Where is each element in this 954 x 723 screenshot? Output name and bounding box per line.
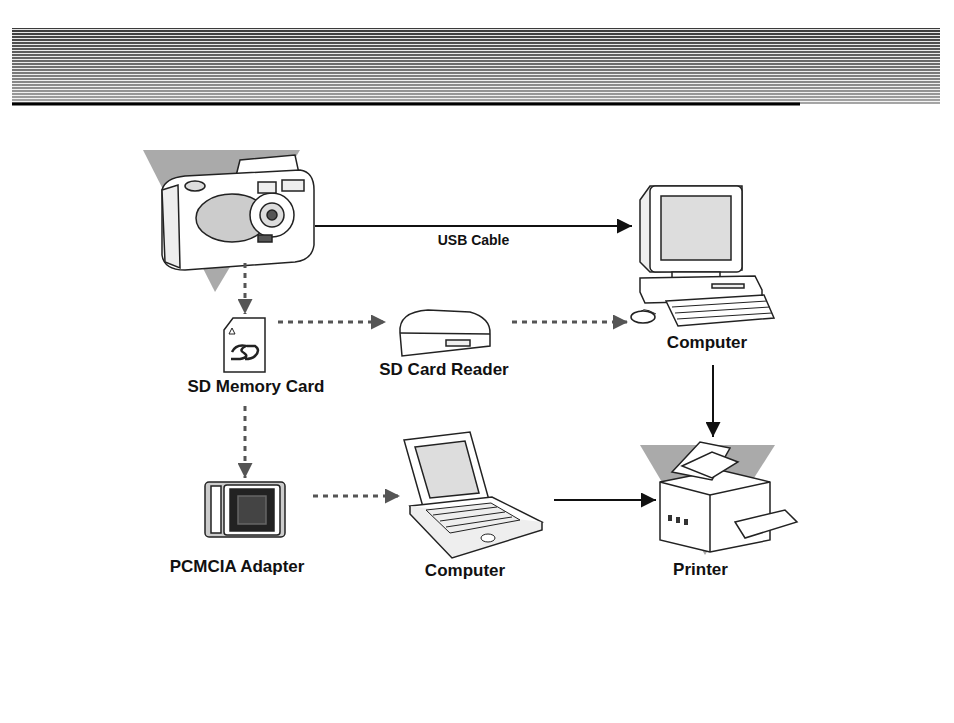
header-bar [12,28,940,104]
camera-icon [143,150,314,292]
device-label: SD Memory Card [188,377,325,397]
dashed-arrow [244,406,247,478]
memory-card-node: SD Memory Card [222,318,266,372]
pcmcia-adapter-icon [205,482,285,537]
solid-arrow [315,225,632,227]
dashed-arrow [313,495,400,498]
card-reader-node: SD Card Reader [398,308,490,356]
laptop-icon [404,432,542,558]
device-label: SD Card Reader [379,360,508,380]
adapter-node: PCMCIA Adapter [205,482,285,537]
device-label: PCMCIA Adapter [170,557,305,577]
dashed-arrow [512,321,628,324]
sd-card-icon [224,318,265,372]
cable-label: USB Cable [436,232,512,248]
card-reader-icon [400,310,490,356]
dashed-arrow [278,321,386,324]
laptop-computer-node: Computer [402,432,542,558]
dashed-arrow [244,263,247,314]
solid-arrow [712,365,714,437]
desktop-computer-icon [631,186,774,326]
device-label: Computer [667,333,747,353]
desktop-computer-node: Computer [640,185,774,323]
solid-arrow [554,499,656,501]
device-label: Printer [673,560,728,580]
printer-node: Printer [658,440,797,552]
camera-node [155,155,315,263]
device-label: Computer [425,561,505,581]
printer-icon [640,442,797,555]
